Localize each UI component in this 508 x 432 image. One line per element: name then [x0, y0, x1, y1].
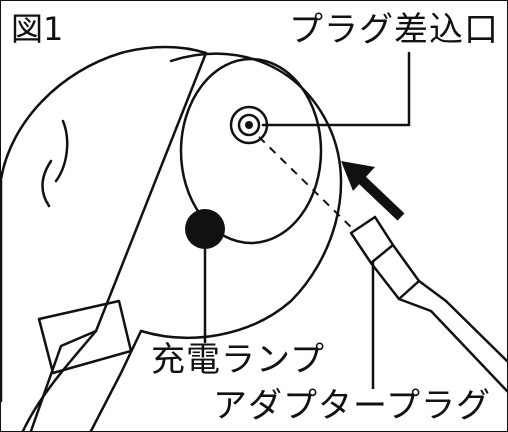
plug-port-label: プラグ差込口	[289, 10, 499, 50]
grip-band	[37, 299, 133, 375]
device-face	[179, 57, 323, 245]
arrow-up-left-icon	[341, 161, 405, 221]
adapter-cable	[397, 279, 507, 393]
figure-number: 図1	[11, 10, 64, 48]
device-neck	[29, 329, 143, 431]
port-pin	[245, 121, 253, 129]
device-handle	[1, 45, 208, 431]
device-head	[139, 52, 343, 339]
charge-lamp-indicator	[185, 209, 225, 249]
plug-port-leader	[261, 51, 411, 127]
adapter-plug-body	[349, 215, 421, 301]
adapter-plug-label: アダプタープラグ	[213, 386, 491, 426]
charge-lamp-label: 充電ランプ	[151, 340, 325, 380]
insertion-guide-dashed	[258, 136, 354, 230]
port-middle-ring	[237, 113, 261, 137]
handle-crease	[41, 119, 69, 208]
